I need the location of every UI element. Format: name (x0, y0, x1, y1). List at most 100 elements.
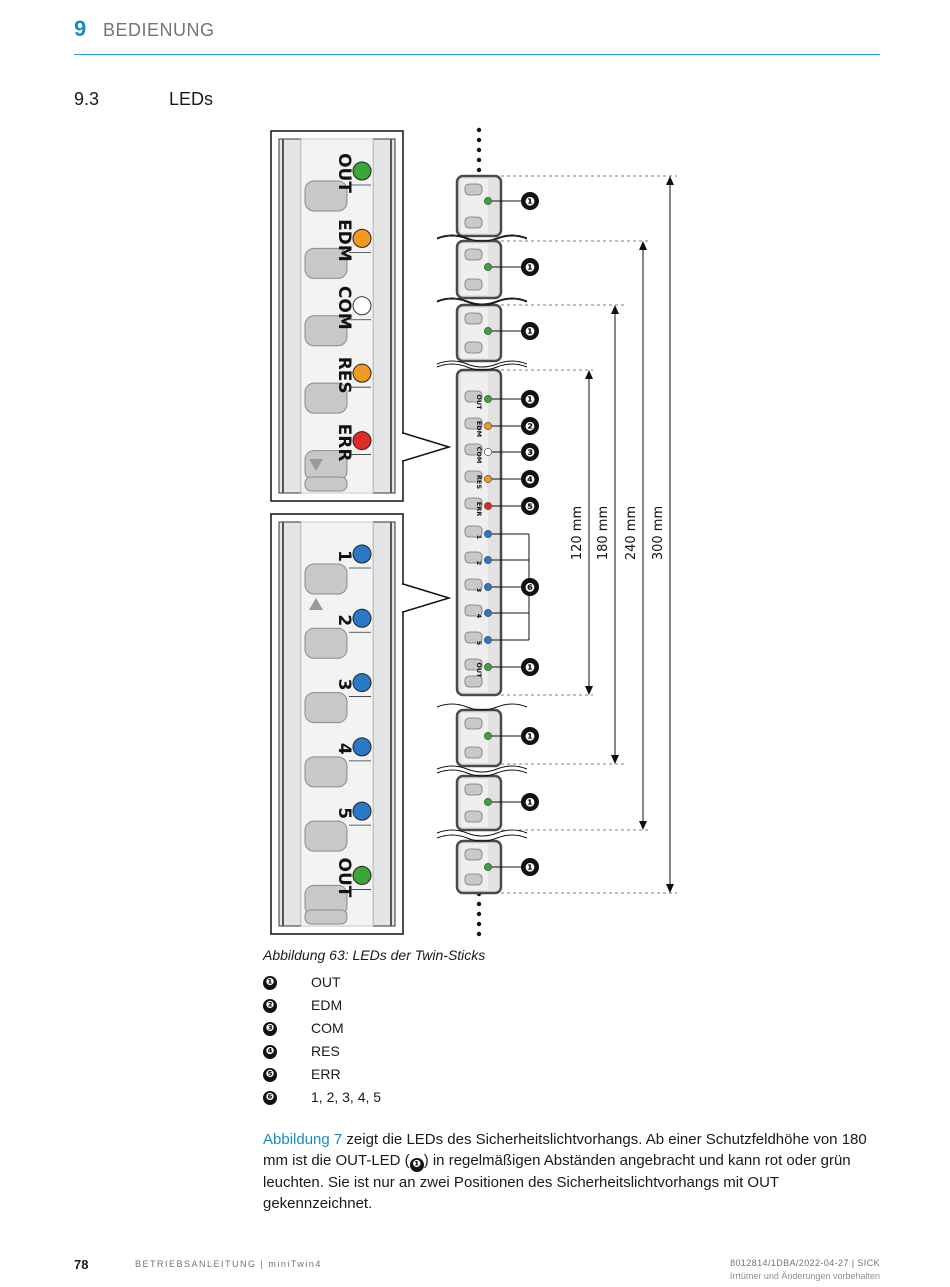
legend-label: EDM (311, 997, 343, 1013)
page-number: 78 (74, 1257, 89, 1272)
lens (464, 717, 483, 730)
lens (464, 525, 483, 538)
stick-led-label: RES (475, 475, 483, 489)
callout-mark: ❺ (263, 1068, 277, 1082)
dimension-label: 120 mm (570, 506, 585, 560)
paragraph-text: ) in regelmäßigen Abständen angebracht u… (263, 1152, 851, 1212)
chapter-number: 9 (74, 16, 87, 41)
lens (464, 443, 483, 456)
lens (464, 278, 483, 291)
callout-mark: ❹ (263, 1045, 277, 1059)
lens (464, 631, 483, 644)
lens (464, 551, 483, 564)
lens (464, 578, 483, 591)
lens (464, 470, 483, 483)
lens (464, 390, 483, 403)
led-indicator (352, 363, 372, 383)
lens (464, 216, 483, 229)
lens (464, 248, 483, 261)
callout-mark: ❷ (525, 420, 535, 434)
callout-badge (521, 858, 539, 876)
stick-led-label: COM (475, 447, 483, 464)
led-indicator (484, 530, 492, 538)
led-indicator (484, 863, 492, 871)
callout-mark: ❶ (525, 195, 535, 209)
callout-mark: ❶ (525, 393, 535, 407)
stick-led-label: OUT (475, 662, 483, 678)
dimension-arrow (585, 370, 593, 379)
break-line (436, 765, 528, 773)
callout-badge (521, 443, 539, 461)
stick-led-label: 4 (475, 614, 483, 619)
zoom-pointer (402, 431, 452, 463)
led-indicator (484, 197, 492, 205)
led-indicator (484, 609, 492, 617)
legend-label: ERR (311, 1066, 341, 1082)
callout-mark: ❸ (263, 1022, 277, 1036)
legend-label: OUT (311, 974, 341, 990)
dimension-arrow (666, 884, 674, 893)
callout-badge (521, 322, 539, 340)
document-title: BETRIEBSANLEITUNG | miniTwin4 (135, 1259, 322, 1269)
legend-label: RES (311, 1043, 340, 1059)
led-label: EDM (334, 219, 354, 262)
led-indicator (352, 737, 372, 757)
lens (304, 180, 348, 212)
continuation-dot (476, 901, 482, 907)
callout-badge (521, 658, 539, 676)
lens (304, 692, 348, 724)
lens (464, 604, 483, 617)
legend-label: COM (311, 1020, 344, 1036)
lens (304, 756, 348, 788)
led-indicator (484, 327, 492, 335)
dimension-label: 300 mm (651, 506, 666, 560)
led-label: 4 (334, 743, 354, 755)
figure-link[interactable]: Abbildung 7 (263, 1131, 343, 1148)
led-indicator (352, 228, 372, 248)
callout-mark: ❷ (263, 999, 277, 1013)
led-diagram: OUTEDMCOMRESERR12345OUT❶❶❶❶❶❶OUTEDMCOMRE… (270, 127, 677, 937)
body-paragraph: Abbildung 7 zeigt die LEDs des Sicherhei… (263, 1129, 883, 1214)
led-label: 3 (334, 679, 354, 691)
callout-badge (521, 258, 539, 276)
stick-led-label: 1 (475, 535, 483, 540)
stick-led-label: EDM (475, 421, 483, 437)
dimension-arrow (666, 176, 674, 185)
callout-badge (521, 192, 539, 210)
dimension-label: 180 mm (596, 506, 611, 560)
led-indicator (352, 865, 372, 885)
callout-mark: ❶ (525, 861, 535, 875)
callout-badge (521, 793, 539, 811)
dimension-arrow (611, 755, 619, 764)
callout-mark: ❹ (525, 473, 535, 487)
lens (464, 783, 483, 796)
dimension-label: 240 mm (624, 506, 639, 560)
lens (464, 417, 483, 430)
break-line (436, 360, 528, 368)
direction-marker (309, 598, 323, 610)
dimension-arrow (611, 305, 619, 314)
callout-mark: ❺ (525, 500, 535, 514)
led-label: 5 (334, 807, 354, 819)
led-indicator (352, 296, 372, 316)
continuation-dot (476, 167, 482, 173)
lens (304, 247, 348, 279)
inline-callout-mark: ❶ (409, 1158, 424, 1172)
callout-badge (521, 578, 539, 596)
document-reference: 8012814/1DBA/2022-04-27 | SICK (730, 1258, 880, 1268)
led-indicator (484, 798, 492, 806)
continuation-dot (476, 137, 482, 143)
led-indicator (484, 663, 492, 671)
led-label: OUT (334, 857, 354, 897)
break-line (436, 834, 528, 842)
continuation-dot (476, 911, 482, 917)
stick-led-label: 3 (475, 588, 483, 593)
disclaimer-note: Irrtümer und Änderungen vorbehalten (729, 1271, 880, 1281)
break-line (436, 829, 528, 837)
led-indicator (352, 608, 372, 628)
led-indicator (352, 544, 372, 564)
callout-badge (521, 390, 539, 408)
led-label: 1 (334, 550, 354, 562)
